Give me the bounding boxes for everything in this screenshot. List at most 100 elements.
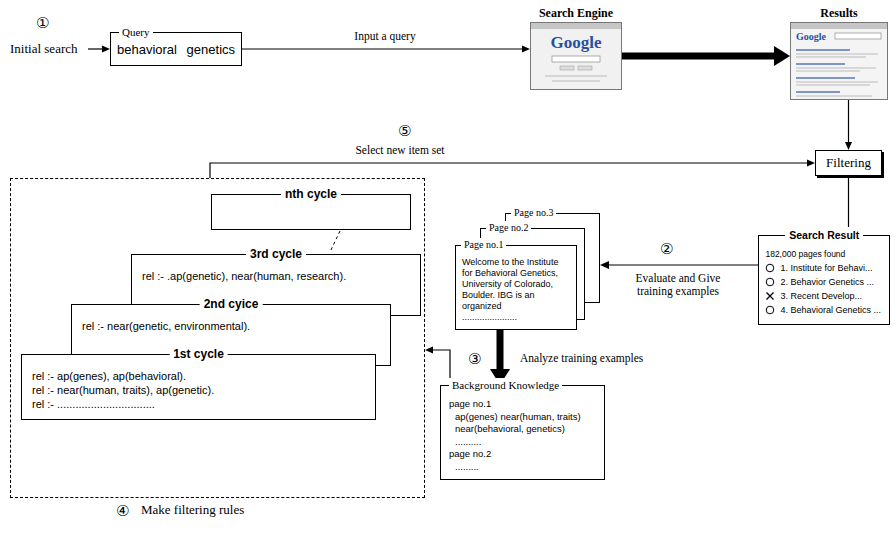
connector-line (622, 53, 775, 60)
box-heading: 2nd cyice (200, 296, 263, 312)
result-link (796, 77, 855, 79)
connector-line (210, 163, 808, 178)
search-field (835, 33, 881, 39)
callout-number: ③ (468, 350, 481, 368)
arrow-head (425, 347, 433, 354)
page-text: ...................... (462, 312, 570, 323)
search-button (560, 66, 574, 70)
query-box: Querybehavioral genetics (110, 32, 242, 66)
flow-arrow (600, 261, 758, 269)
results-screenshot-art (791, 23, 888, 100)
result-item: 1. Institute for Behavi... (780, 261, 872, 275)
rule-text: rel :- ................................ (32, 397, 365, 411)
cycle-card: nth cycle (211, 194, 411, 230)
screen-line (796, 57, 866, 58)
arrow-head (807, 160, 815, 167)
rule-text: rel :- .ap(genetic), near(human, researc… (142, 269, 410, 283)
rule-text: rel :- ap(genes), ap(behavioral). (32, 369, 365, 383)
box-heading: Search Result (785, 227, 863, 243)
edge-label: Select new item set (330, 144, 470, 157)
step-label: Initial search (10, 41, 78, 57)
box-label: Filtering (816, 151, 881, 175)
filter-box: Filtering (815, 150, 882, 176)
knowledge-box: Background Knowledgepage no.1ap(genes) n… (440, 385, 605, 480)
connector-line (848, 176, 849, 228)
callout-number: ④ (116, 502, 129, 520)
result-item: 4. Behavioral Genetics ... (780, 303, 881, 317)
ellipsis-line (330, 231, 340, 252)
callout-number: ① (36, 14, 49, 32)
result-item: 3. Recent Develop... (780, 289, 862, 303)
box-heading: 3rd cycle (246, 246, 306, 262)
box-heading: Page no.2 (486, 221, 531, 235)
query-text: behavioral genetics (117, 42, 235, 58)
box-heading: nth cycle (281, 186, 341, 202)
connector-line (432, 350, 450, 385)
search-button (578, 66, 592, 70)
knowledge-line: page no.2 (449, 448, 596, 461)
edge-label: Evaluate and Give training examples (622, 272, 734, 298)
bold-arrow (490, 330, 510, 385)
result-link (796, 63, 845, 65)
connector-line (608, 264, 758, 265)
flow-arrow (845, 100, 852, 150)
connector-line (242, 48, 523, 49)
result-row: 3. Recent Develop... (765, 289, 881, 303)
page-card: Page no.1Welcome to the Institute for Be… (455, 245, 577, 330)
circle-mark (767, 264, 775, 272)
result-count: 182,000 pages found (765, 248, 881, 261)
region-caption: Make filtering rules (141, 502, 244, 517)
cycle-card: 1st cyclerel :- ap(genes), ap(behavioral… (21, 354, 376, 420)
rules-region: Make filtering rulesnth cycle3rd cyclere… (10, 178, 425, 498)
window-bar (791, 23, 887, 29)
search-engine-screenshot: Search EngineGoogle (530, 22, 622, 90)
flow-arrow (210, 160, 815, 179)
screen-line (552, 81, 600, 82)
screenshot-ground (791, 23, 888, 100)
cross-mark (767, 293, 774, 300)
search-engine-screenshot-art (531, 23, 622, 90)
result-row: 2. Behavior Genetics ... (765, 275, 881, 289)
screen-line (796, 54, 878, 55)
screen-line (796, 68, 876, 69)
reject-mark (765, 291, 775, 301)
box-heading: 1st cycle (169, 346, 228, 362)
callout-number: ② (660, 240, 673, 258)
result-list-box: Search Result182,000 pages found1. Insti… (758, 235, 890, 325)
edge-label: Analyze training examples (518, 352, 645, 365)
flow-arrow (425, 347, 450, 386)
circle-mark (767, 306, 775, 314)
knowledge-line: .......... (449, 436, 596, 449)
window-bar (531, 23, 621, 29)
accept-mark (765, 263, 775, 273)
start-line (88, 48, 103, 49)
box-heading: Page no.3 (511, 206, 556, 220)
result-row: 1. Institute for Behavi... (765, 261, 881, 275)
circle-mark (767, 278, 775, 286)
screen-line (796, 96, 872, 97)
box-heading: Background Knowledge (449, 378, 562, 392)
arrow-head (845, 142, 852, 150)
connector-line (848, 100, 849, 143)
search-field (552, 56, 600, 62)
screenshot-ground (531, 23, 622, 90)
accept-mark (765, 305, 775, 315)
screen-line (796, 85, 870, 86)
knowledge-line: page no.1 (449, 398, 596, 411)
edge-label: Input a query (330, 30, 440, 43)
arrow-head (102, 46, 110, 53)
start-arrow (88, 46, 110, 53)
screen-line (796, 82, 878, 83)
screenshot-title: Results (820, 6, 857, 20)
box-heading: Query (119, 25, 153, 39)
connector-line (497, 330, 504, 370)
page-text: Welcome to the Institute for Behavioral … (462, 257, 570, 312)
rule-text: rel :- near(genetic, environmental). (82, 319, 380, 333)
flow-arrow (242, 46, 530, 53)
logo-text: Google (796, 31, 887, 43)
screen-line (796, 71, 860, 72)
result-link (796, 49, 850, 51)
box-heading: Page no.1 (461, 238, 506, 252)
screenshot-title: Search Engine (539, 6, 613, 20)
